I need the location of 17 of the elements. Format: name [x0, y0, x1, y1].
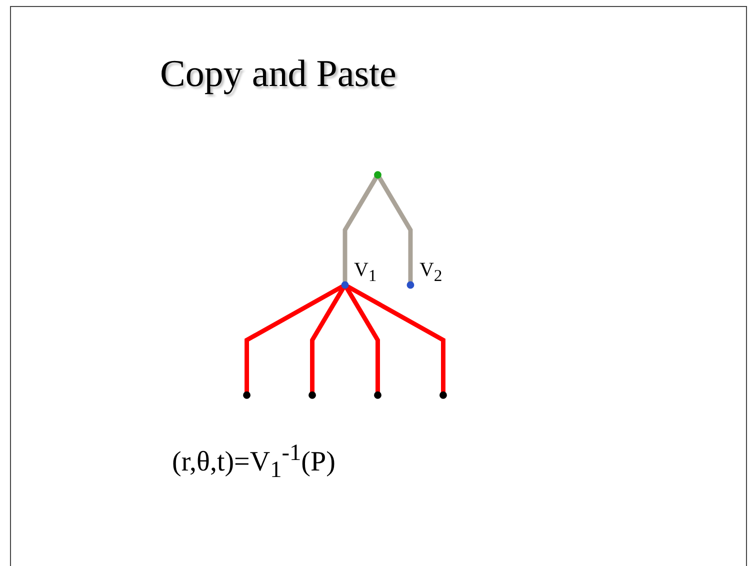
tree-node [341, 281, 349, 289]
node-label: V$_{2}$ [419, 259, 442, 286]
formula-text: (r,θ,t)=V$_{1}$$^{-1}$(P) [172, 440, 336, 484]
connector-line [244, 284, 344, 392]
tree-node [440, 391, 447, 399]
node-label: V$_{1}$ [354, 259, 377, 286]
connector-line [377, 176, 413, 282]
connector-line [310, 286, 346, 392]
tree-node [406, 281, 414, 289]
connector-line [344, 286, 380, 392]
tree-node [308, 391, 316, 399]
connector-line [342, 176, 378, 282]
tree-node [374, 391, 382, 399]
slide-title: Copy and Paste [160, 52, 396, 96]
tree-node [243, 391, 250, 399]
tree-node [374, 171, 382, 179]
connector-line [346, 284, 446, 392]
